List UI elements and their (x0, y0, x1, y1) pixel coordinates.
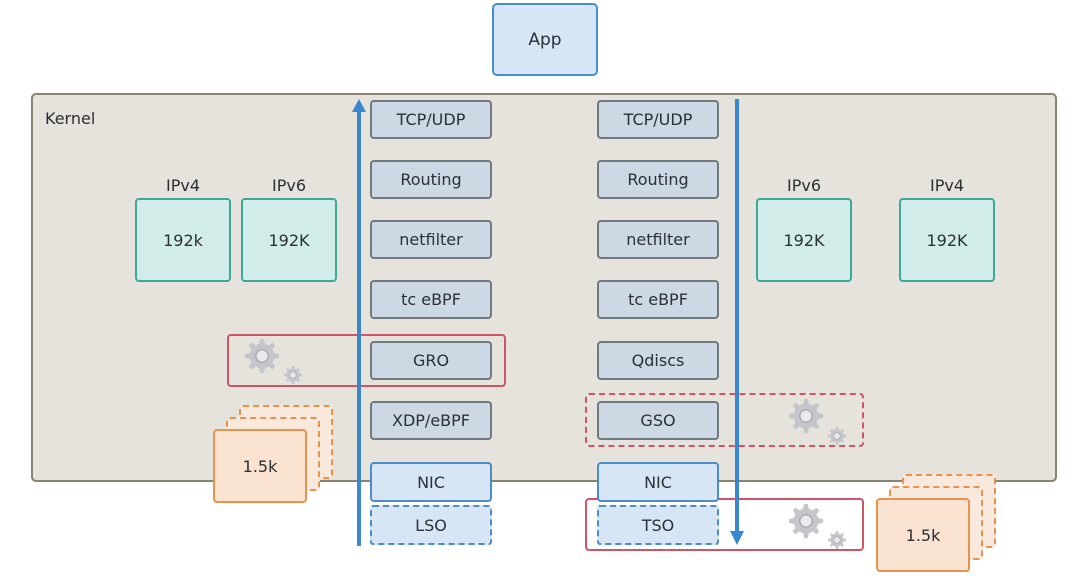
offload-label: TSO (641, 515, 675, 535)
nic-label: NIC (644, 472, 672, 492)
left-buffer-ipv6-label: IPv6 (271, 176, 306, 195)
layer-label: GSO (640, 411, 676, 430)
tx-layer-netfilter: netfilter (597, 220, 719, 259)
tso-highlight-frame (585, 498, 864, 551)
rx-layer-gro: GRO (370, 341, 492, 380)
tso-gears-icon (788, 503, 847, 550)
buffer-size: 192K (783, 230, 825, 250)
rx-layer-routing: Routing (370, 160, 492, 199)
gso-highlight-frame (585, 393, 864, 447)
layer-label: XDP/eBPF (392, 411, 470, 430)
kernel-label: Kernel (45, 109, 96, 128)
rx-offload-lso: LSO (370, 505, 492, 545)
layer-label: GRO (412, 351, 450, 370)
tx-layer-routing: Routing (597, 160, 719, 199)
left-buffer-ipv4-label: IPv4 (165, 176, 200, 195)
tx-layer-gso: GSO (597, 401, 719, 440)
rx-layer-tcp-udp: TCP/UDP (370, 100, 492, 139)
app-box: App (492, 3, 598, 76)
layer-label: netfilter (399, 230, 463, 249)
layer-label: TCP/UDP (396, 110, 466, 129)
layer-label: Qdiscs (631, 351, 685, 370)
receive-arrow (352, 99, 366, 546)
layer-label: tc eBPF (628, 290, 688, 309)
packet-size: 1.5k (905, 525, 941, 545)
layer-label: Routing (400, 170, 462, 189)
transmit-arrow (730, 99, 744, 545)
nic-label: NIC (417, 472, 445, 492)
tx-layer-tcp-udp: TCP/UDP (597, 100, 719, 139)
gso-gears-icon (788, 398, 847, 446)
gro-gears-icon (244, 338, 303, 385)
left-packet-front: 1.5k (213, 429, 307, 503)
rx-layer-netfilter: netfilter (370, 220, 492, 259)
buffer-size: 192k (163, 230, 203, 250)
right-buffer-ipv6-label: IPv6 (786, 176, 821, 195)
left-buffer-ipv4: 192k (135, 198, 231, 282)
offload-label: LSO (415, 515, 447, 535)
buffer-size: 192K (926, 230, 968, 250)
tx-nic: NIC (597, 462, 719, 502)
rx-layer-xdp-ebpf: XDP/eBPF (370, 401, 492, 440)
layer-label: netfilter (626, 230, 690, 249)
layer-label: tc eBPF (401, 290, 461, 309)
packet-size: 1.5k (242, 456, 278, 476)
rx-nic: NIC (370, 462, 492, 502)
tx-layer-qdiscs: Qdiscs (597, 341, 719, 380)
right-buffer-ipv4-label: IPv4 (929, 176, 964, 195)
rx-layer-tc-ebpf: tc eBPF (370, 280, 492, 319)
layer-label: TCP/UDP (623, 110, 693, 129)
tx-offload-tso: TSO (597, 505, 719, 545)
kernel-container (31, 93, 1057, 482)
tx-layer-tc-ebpf: tc eBPF (597, 280, 719, 319)
right-buffer-ipv4: 192K (899, 198, 995, 282)
buffer-size: 192K (268, 230, 310, 250)
right-buffer-ipv6: 192K (756, 198, 852, 282)
gro-highlight-frame (227, 334, 506, 387)
layer-label: Routing (627, 170, 689, 189)
right-packet-front: 1.5k (876, 498, 970, 572)
left-buffer-ipv6: 192K (241, 198, 337, 282)
app-label: App (528, 29, 562, 50)
